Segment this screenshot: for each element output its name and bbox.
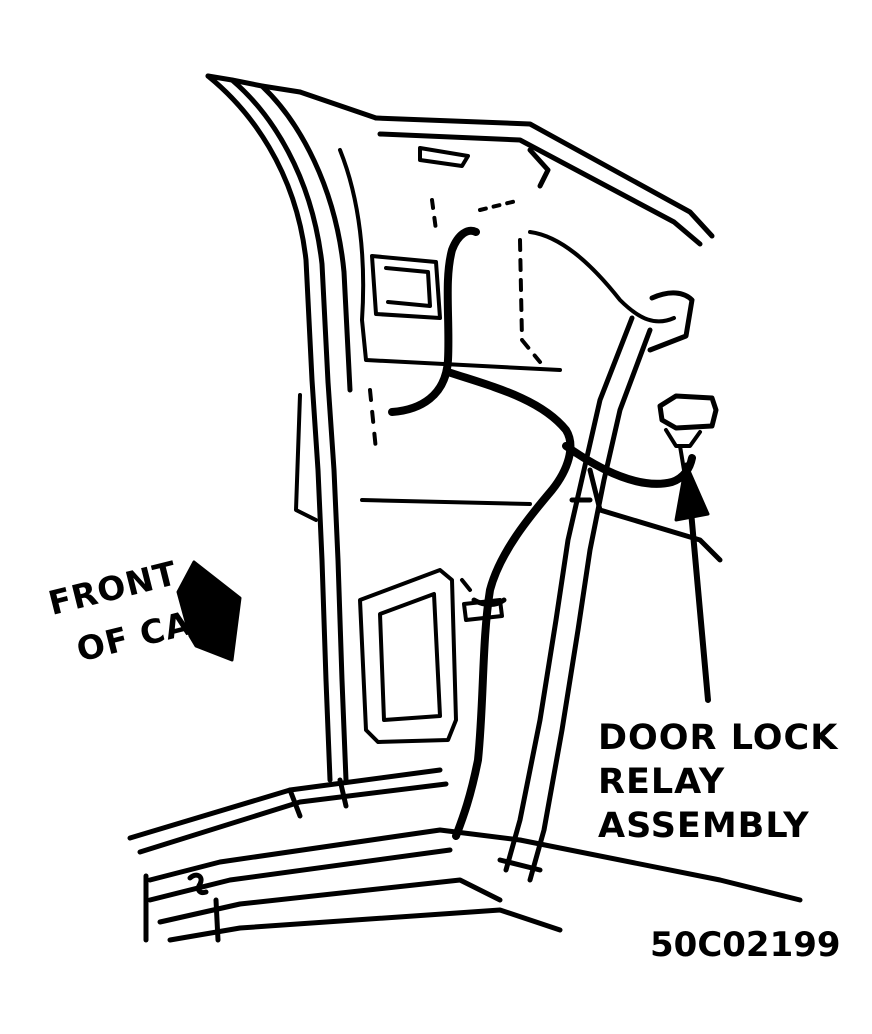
relay-label-line-3: ASSEMBLY	[598, 806, 810, 846]
roof-rail	[373, 115, 715, 247]
relay-leader-arrow	[674, 462, 711, 703]
access-panel	[358, 568, 504, 744]
relay-label-line-2: RELAY	[598, 762, 726, 802]
direction-arrow-icon	[176, 560, 242, 662]
front-pillar	[205, 73, 379, 783]
relay-body	[657, 393, 719, 472]
inner-panel	[294, 148, 676, 522]
figure-code: 50C02199	[650, 925, 841, 965]
rear-pillar	[497, 290, 803, 903]
door-lock-relay-label: DOOR LOCK RELAY ASSEMBLY	[598, 716, 848, 848]
rocker-sill	[127, 767, 563, 943]
relay-label-line-1: DOOR LOCK	[598, 718, 839, 758]
